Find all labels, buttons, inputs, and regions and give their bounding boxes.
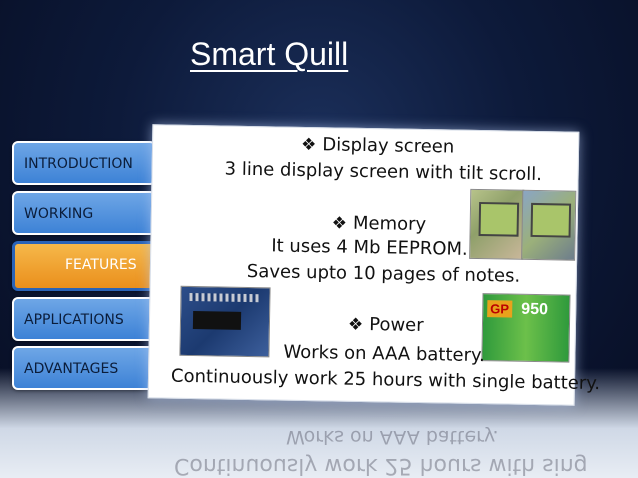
reflection-text-2: Works on AAA battery. xyxy=(286,426,499,448)
slide-title: Smart Quill xyxy=(190,36,349,72)
battery-number: 950 xyxy=(521,300,549,319)
nav-item-applications[interactable]: APPLICATIONS xyxy=(12,297,156,341)
nav-item-working[interactable]: WORKING xyxy=(12,191,156,235)
features-card: ❖Display screen 3 line display screen wi… xyxy=(147,124,600,406)
battery-brand: GP xyxy=(487,300,513,318)
diamond-bullet-icon: ❖ xyxy=(347,314,364,336)
display-heading: ❖Display screen xyxy=(300,134,455,158)
nav-item-advantages[interactable]: ADVANTAGES xyxy=(12,346,156,390)
lcd-image-1 xyxy=(469,188,525,260)
nav-item-introduction[interactable]: INTRODUCTION xyxy=(12,141,156,185)
lcd-screen xyxy=(530,202,572,238)
pcb-pins xyxy=(189,292,260,303)
memory-heading-text: Memory xyxy=(352,212,427,236)
memory-text-2: Saves upto 10 pages of notes. xyxy=(246,260,521,287)
circuit-board-image xyxy=(179,285,271,358)
power-heading-text: Power xyxy=(369,314,424,337)
memory-text-1: It uses 4 Mb EEPROM. xyxy=(271,235,468,260)
lcd-image-2 xyxy=(521,189,577,261)
battery-image: GP 950 xyxy=(481,293,571,363)
display-text: 3 line display screen with tilt scroll. xyxy=(224,158,543,186)
power-text-2: Continuously work 25 hours with single b… xyxy=(170,365,601,395)
display-heading-text: Display screen xyxy=(322,134,455,158)
diamond-bullet-icon: ❖ xyxy=(331,213,348,234)
lcd-screen xyxy=(478,202,520,237)
reflection-text-1: Continuously work 25 hours with single b… xyxy=(174,453,586,478)
power-heading: ❖Power xyxy=(348,314,424,336)
power-text-1: Works on AAA battery. xyxy=(283,341,485,367)
eeprom-chip xyxy=(192,311,242,330)
card-reflection: Continuously work 25 hours with single b… xyxy=(166,403,586,478)
memory-heading: ❖Memory xyxy=(332,212,427,235)
diamond-bullet-icon: ❖ xyxy=(300,134,317,156)
